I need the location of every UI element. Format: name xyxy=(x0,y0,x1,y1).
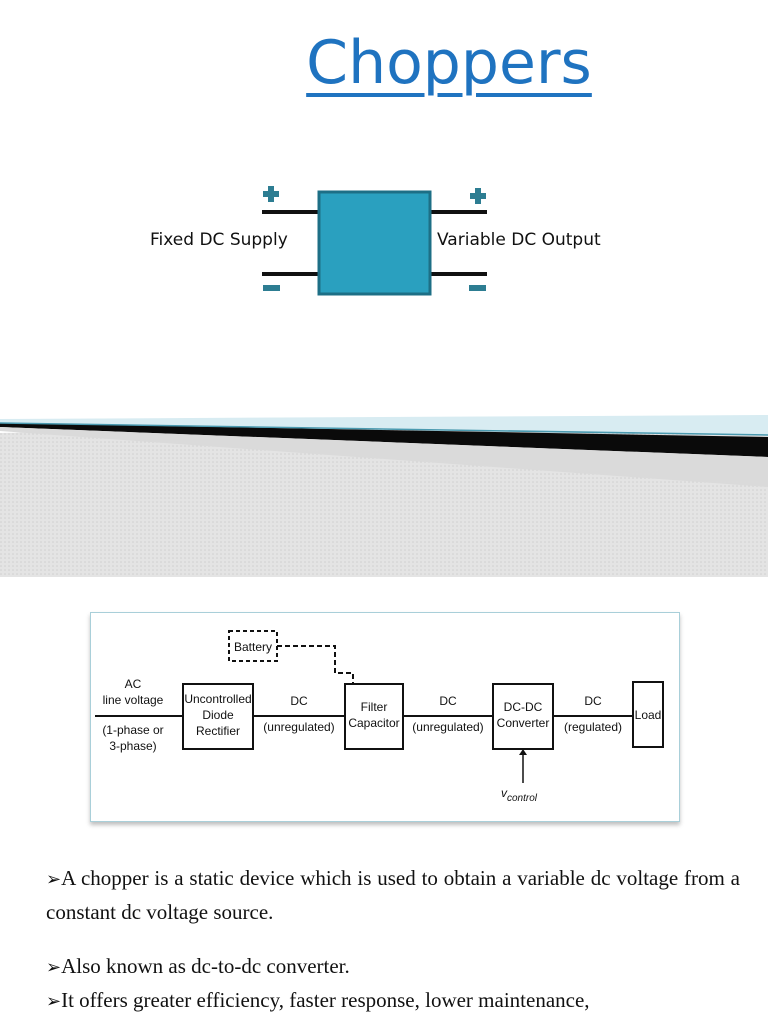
converter-label-2: Converter xyxy=(497,716,550,730)
filter-label-2: Capacitor xyxy=(348,716,399,730)
minus-icon xyxy=(469,285,486,291)
phase-label-1: (1-phase or xyxy=(102,723,163,737)
minus-icon xyxy=(263,285,280,291)
output-label: Variable DC Output xyxy=(437,230,601,250)
decorative-swoosh xyxy=(0,415,768,577)
block-diagram-svg: AC line voltage (1-phase or 3-phase) Unc… xyxy=(95,630,664,804)
filter-box xyxy=(344,683,404,750)
load-box xyxy=(632,681,664,748)
bullet-list: ➢A chopper is a static device which is u… xyxy=(46,862,740,1018)
dc-unregulated-label-1: (unregulated) xyxy=(263,720,334,734)
dc-unregulated-label-2: (unregulated) xyxy=(412,720,483,734)
plus-icon xyxy=(263,186,279,202)
bullet-3: ➢It offers greater efficiency, faster re… xyxy=(46,988,590,1012)
filter-label-1: Filter xyxy=(361,700,388,714)
chopper-block xyxy=(317,190,432,296)
line-voltage-label: line voltage xyxy=(103,693,164,707)
dc-label-2: DC xyxy=(439,694,457,708)
rectifier-label-3: Rectifier xyxy=(196,724,240,738)
converter-label-1: DC-DC xyxy=(504,700,543,714)
bullet-1: ➢A chopper is a static device which is u… xyxy=(46,866,740,924)
dc-label-3: DC xyxy=(584,694,602,708)
page-title: Choppers xyxy=(306,28,592,98)
rectifier-box xyxy=(182,683,254,750)
rectifier-label-1: Uncontrolled xyxy=(184,692,251,706)
plus-icon xyxy=(470,188,486,204)
rectifier-label-2: Diode xyxy=(202,708,234,722)
ac-label: AC xyxy=(125,677,142,691)
arrow-bullet-icon: ➢ xyxy=(46,991,62,1012)
arrow-bullet-icon: ➢ xyxy=(46,869,62,890)
input-label: Fixed DC Supply xyxy=(150,230,288,250)
arrow-bullet-icon: ➢ xyxy=(46,957,62,978)
power-supply-block-diagram: AC line voltage (1-phase or 3-phase) Unc… xyxy=(90,612,680,822)
battery-label: Battery xyxy=(234,640,272,654)
load-label: Load xyxy=(635,708,662,722)
dc-label-1: DC xyxy=(290,694,308,708)
dc-regulated-label: (regulated) xyxy=(564,720,622,734)
bullet-2: ➢Also known as dc-to-dc converter. xyxy=(46,954,350,978)
phase-label-2: 3-phase) xyxy=(109,739,156,753)
chopper-diagram xyxy=(262,186,487,296)
vcontrol-label: vcontrol xyxy=(501,786,538,804)
